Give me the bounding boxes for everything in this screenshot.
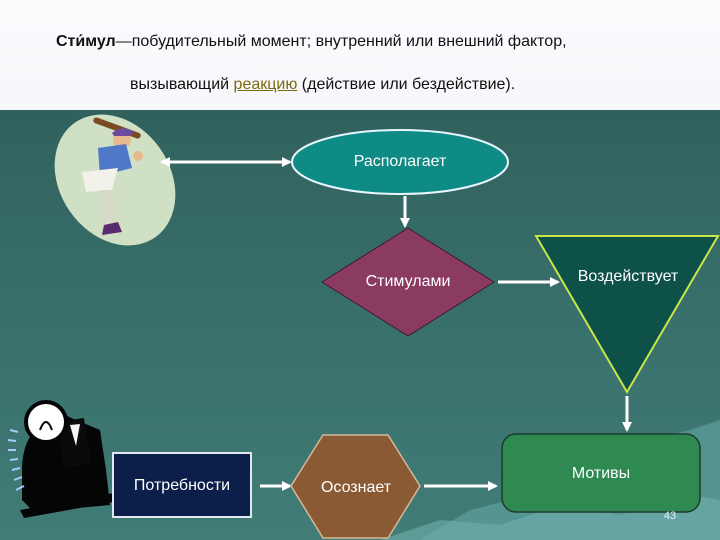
node-vozdeystvuet-shape	[534, 235, 720, 394]
definition-line-2: вызывающий реакцию (действие или бездейс…	[130, 76, 690, 94]
node-motivy-shape	[501, 433, 701, 513]
reaction-link[interactable]: реакцию	[233, 76, 298, 93]
node-motivy-label: Мотивы	[571, 465, 631, 482]
node-raspolagaet-shape	[291, 129, 509, 195]
node-stimulami-shape	[321, 227, 495, 337]
node-osoznaet-shape	[290, 434, 421, 539]
header-panel: Сти́мул—побудительный момент; внутренний…	[0, 0, 720, 110]
node-stimulami-label: Стимулами	[365, 273, 451, 290]
definition-text-1: —побудительный момент; внутренний или вн…	[115, 33, 567, 50]
node-potrebnosti-label: Потребности	[133, 477, 231, 494]
page-number: 43	[663, 510, 677, 522]
node-vozdeystvuet-label: Воздействует	[577, 268, 679, 285]
definition-text-2b: (действие или бездействие).	[297, 76, 516, 93]
baseball-player-illustration	[54, 114, 176, 246]
node-raspolagaet-label: Располагает	[353, 153, 447, 170]
node-osoznaet-label: Осознает	[320, 479, 392, 496]
mountains-decoration-front	[380, 495, 720, 540]
term-stimul: Сти́мул	[56, 33, 116, 50]
node-potrebnosti-shape	[112, 452, 252, 518]
lightbulb-businessman-illustration	[7, 400, 124, 518]
definition-text-2a: вызывающий	[130, 76, 234, 93]
definition-line-1: Сти́мул—побудительный момент; внутренний…	[56, 33, 696, 51]
